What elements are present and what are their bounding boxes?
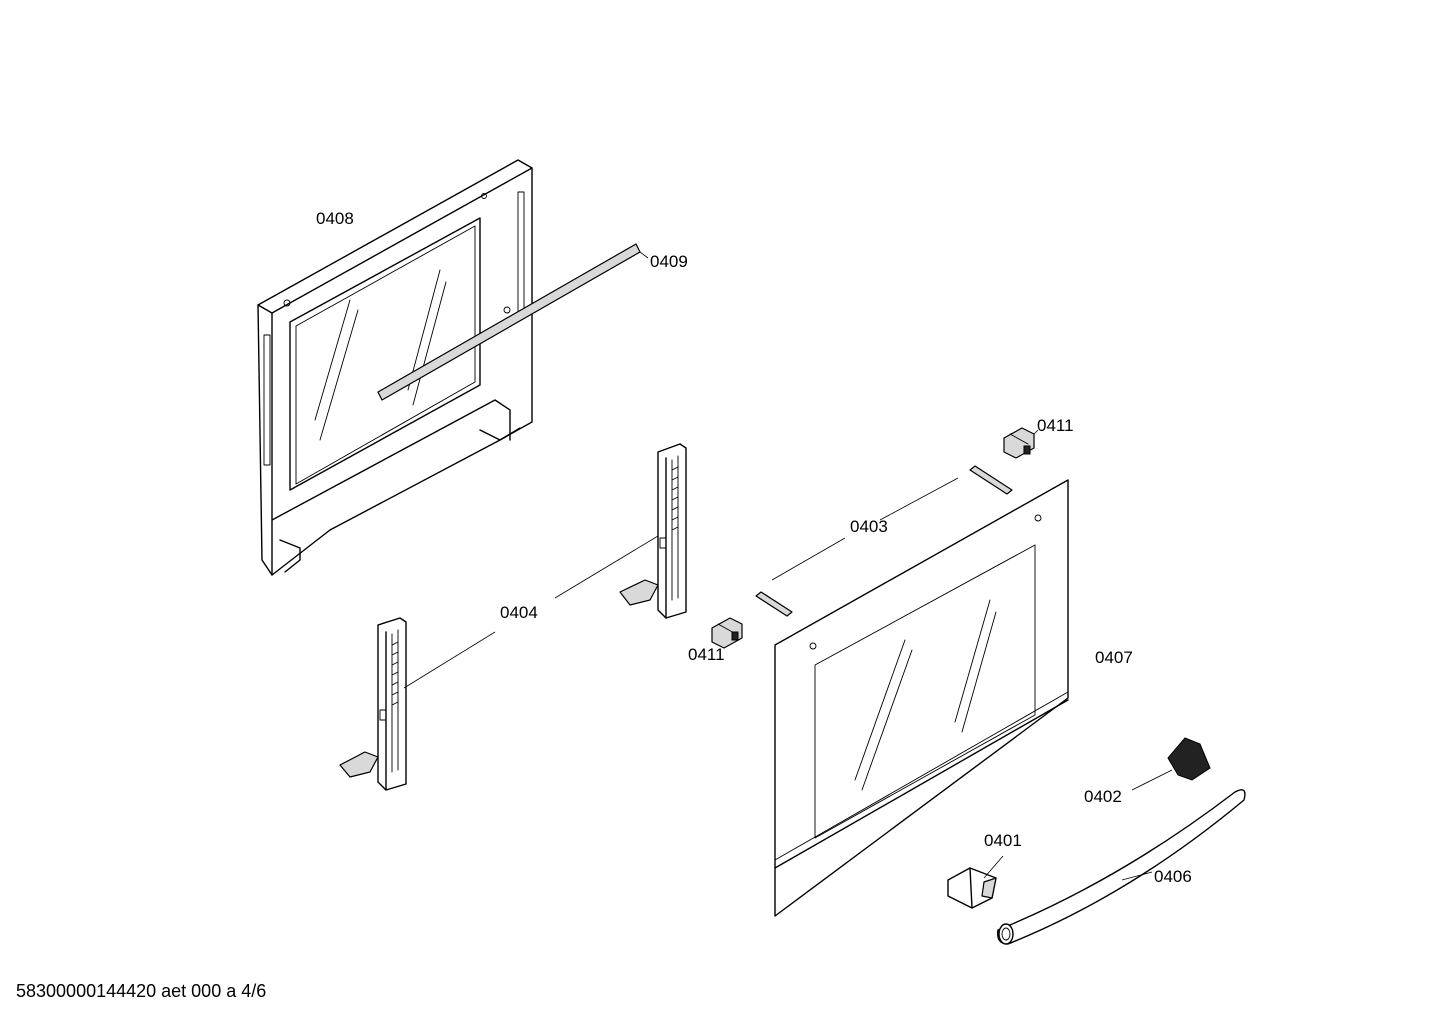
label-0411-bottom: 0411 xyxy=(688,645,725,664)
leader-0406 xyxy=(1121,871,1153,881)
label-0404: 0404 xyxy=(500,603,538,622)
leader-0409 xyxy=(639,251,649,259)
clip-bottom-0411 xyxy=(711,617,743,649)
leader-0403-top xyxy=(879,477,959,521)
footer-document-code: 58300000144420 aet 000 a 4/6 xyxy=(16,981,267,1001)
label-0403: 0403 xyxy=(850,517,888,536)
leader-0402 xyxy=(1131,769,1173,791)
label-0406: 0406 xyxy=(1154,867,1192,886)
label-0407: 0407 xyxy=(1095,648,1133,667)
outer-door-0407 xyxy=(774,479,1069,917)
hinge-right-0404 xyxy=(619,443,687,619)
handle-0406 xyxy=(997,789,1246,945)
pin-0403-top xyxy=(969,465,1013,495)
leader-0404-left xyxy=(403,631,496,689)
label-0402: 0402 xyxy=(1084,787,1122,806)
leader-0401 xyxy=(983,855,1004,879)
end-cap-0402 xyxy=(1167,737,1211,781)
label-0401: 0401 xyxy=(984,831,1022,850)
hinge-left-0404 xyxy=(339,617,407,791)
inner-door-frame-0408 xyxy=(257,159,533,576)
label-0411-top: 0411 xyxy=(1037,416,1074,435)
leader-0411-top xyxy=(1033,429,1039,435)
clip-top-0411 xyxy=(1003,427,1035,459)
leader-0404-right xyxy=(554,535,659,599)
label-0409: 0409 xyxy=(650,252,688,271)
label-0408: 0408 xyxy=(316,209,354,228)
leader-0403-bottom xyxy=(771,537,846,581)
pin-0403-bottom xyxy=(755,591,793,617)
bracket-0401 xyxy=(947,867,997,909)
